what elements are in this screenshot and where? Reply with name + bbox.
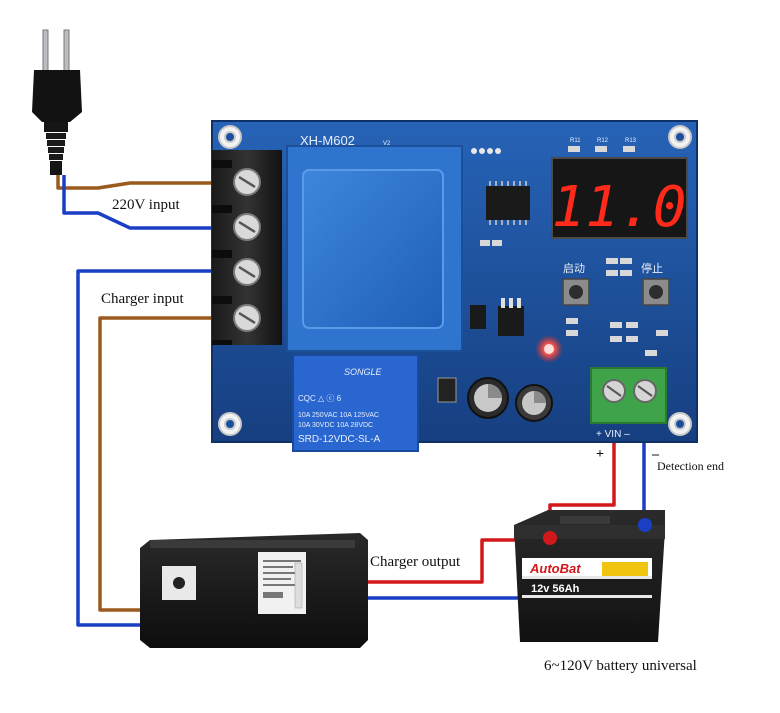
vin-terminal bbox=[590, 367, 667, 424]
ac-wire-blue bbox=[62, 175, 235, 230]
charger-input-wire-brown bbox=[98, 316, 235, 612]
vin-label: + VIN – bbox=[596, 429, 630, 440]
ic-chip bbox=[486, 181, 530, 225]
battery-brand: AutoBat bbox=[529, 561, 581, 576]
car-battery: AutoBat 12v 56Ah bbox=[514, 510, 665, 642]
resistor-label-1: R11 bbox=[570, 138, 581, 144]
stop-label: 停止 bbox=[641, 261, 663, 275]
charger-input-label: Charger input bbox=[101, 291, 184, 307]
mosfet bbox=[498, 298, 524, 336]
screw-terminal-block bbox=[212, 150, 282, 345]
battery-caption: 6~120V battery universal bbox=[544, 658, 697, 674]
capacitor-1 bbox=[467, 377, 509, 419]
charger-input-wire-blue bbox=[76, 269, 235, 627]
board-version: V2 bbox=[383, 141, 391, 147]
charger-adapter bbox=[140, 533, 368, 648]
display-value: 11.0 bbox=[552, 175, 687, 240]
resistor-label-2: R12 bbox=[597, 138, 609, 144]
relay-model: SRD-12VDC-SL-A bbox=[298, 434, 381, 445]
detection-end-label: Detection end bbox=[657, 459, 724, 473]
mounting-holes bbox=[218, 125, 692, 436]
capacitor-2 bbox=[515, 384, 553, 422]
header-pins bbox=[471, 148, 501, 154]
plus-label: + bbox=[596, 447, 604, 462]
diode bbox=[470, 305, 486, 329]
sot-component bbox=[437, 377, 457, 403]
start-button[interactable] bbox=[562, 278, 590, 306]
start-label: 启动 bbox=[563, 262, 585, 275]
control-board: XH-M602 V2 R11 R12 R13 bbox=[211, 120, 698, 452]
relay: SONGLE CQC △ ⓒ 6 10A 250VAC 10A 125VAC 1… bbox=[292, 354, 419, 452]
relay-brand: SONGLE bbox=[344, 367, 383, 377]
status-led bbox=[535, 335, 563, 363]
relay-rating-1: 10A 250VAC 10A 125VAC bbox=[298, 412, 379, 419]
resistor-label-3: R13 bbox=[625, 138, 637, 144]
minus-label: – bbox=[651, 447, 660, 462]
battery-rating: 12v 56Ah bbox=[531, 583, 580, 595]
relay-rating-2: 10A 30VDC 10A 28VDC bbox=[298, 422, 373, 429]
board-model: XH-M602 bbox=[300, 133, 355, 148]
stop-button[interactable] bbox=[642, 278, 670, 306]
charger-output-label: Charger output bbox=[370, 554, 461, 570]
ac-wire-brown bbox=[56, 175, 235, 190]
svg-text:CQC △ ⓒ 6: CQC △ ⓒ 6 bbox=[298, 394, 342, 403]
transformer bbox=[286, 145, 463, 352]
ac-plug bbox=[32, 29, 82, 175]
ac-input-label: 220V input bbox=[112, 197, 180, 213]
seven-segment-display: 11.0 bbox=[551, 157, 688, 240]
